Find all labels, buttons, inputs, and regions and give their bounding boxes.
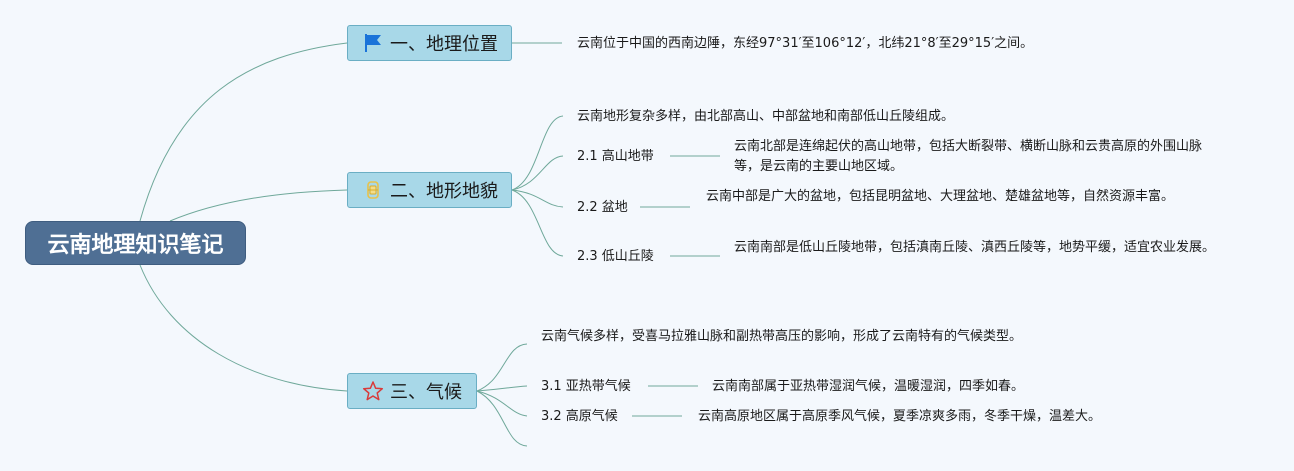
root-node[interactable]: 云南地理知识笔记	[25, 221, 246, 265]
link-root-branch1	[139, 42, 348, 222]
climate-sub-plateau[interactable]: 3.2 高原气候	[541, 409, 618, 424]
branch-terrain-title: 二、地形地貌	[390, 181, 498, 202]
branch-location[interactable]: 一、地理位置	[347, 25, 512, 61]
terrain-sub-basin-text: 云南中部是广大的盆地，包括昆明盆地、大理盆地、楚雄盆地等，自然资源丰富。	[706, 189, 1175, 204]
link-branch2-sub3	[511, 189, 564, 257]
branch-climate-title: 三、气候	[390, 382, 462, 403]
link-root-branch2	[169, 189, 348, 222]
branch-location-title: 一、地理位置	[390, 34, 498, 55]
star-icon	[362, 380, 384, 402]
link-branch3-intro	[476, 343, 528, 392]
climate-sub-subtropical[interactable]: 3.1 亚热带气候	[541, 379, 631, 394]
climate-intro: 云南气候多样，受喜马拉雅山脉和副热带高压的影响，形成了云南特有的气候类型。	[541, 329, 1023, 344]
branch-terrain[interactable]: 二、地形地貌	[347, 172, 512, 208]
link-branch2-intro	[511, 115, 564, 191]
link-root-branch3	[139, 264, 348, 392]
link-branch2-sub2	[511, 189, 564, 208]
terrain-sub-hills-text: 云南南部是低山丘陵地带，包括滇南丘陵、滇西丘陵等，地势平缓，适宜农业发展。	[734, 240, 1216, 255]
terrain-sub-highland[interactable]: 2.1 高山地带	[577, 149, 654, 164]
link-branch3-sub1	[476, 385, 528, 392]
medal-icon	[362, 179, 384, 201]
climate-sub-plateau-text: 云南高原地区属于高原季风气候，夏季凉爽多雨，冬季干燥，温差大。	[698, 409, 1102, 424]
link-branch3-empty	[476, 390, 528, 447]
terrain-sub-hills[interactable]: 2.3 低山丘陵	[577, 249, 654, 264]
terrain-intro: 云南地形复杂多样，由北部高山、中部盆地和南部低山丘陵组成。	[577, 109, 955, 124]
location-text: 云南位于中国的西南边陲，东经97°31′至106°12′，北纬21°8′至29°…	[577, 36, 1034, 51]
terrain-sub-highland-text: 云南北部是连绵起伏的高山地带，包括大断裂带、横断山脉和云贵高原的外围山脉等，是云…	[734, 139, 1203, 174]
branch-climate[interactable]: 三、气候	[347, 373, 477, 409]
root-title: 云南地理知识笔记	[47, 233, 224, 258]
link-branch2-sub1	[511, 155, 564, 191]
climate-sub-subtropical-text: 云南南部属于亚热带湿润气候，温暖湿润，四季如春。	[712, 379, 1025, 394]
flag-icon	[362, 32, 384, 54]
link-branch3-sub2	[476, 390, 528, 417]
terrain-sub-basin[interactable]: 2.2 盆地	[577, 200, 628, 215]
